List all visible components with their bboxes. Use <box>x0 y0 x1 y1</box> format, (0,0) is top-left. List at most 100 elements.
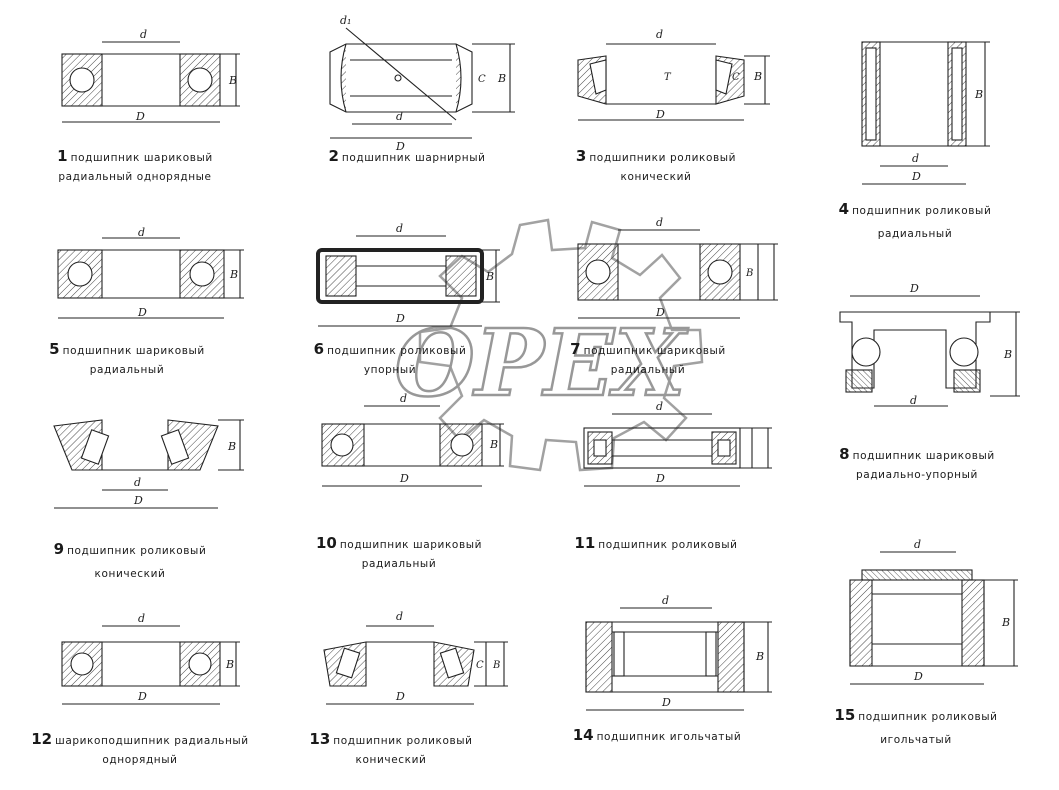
dim-D-label: D <box>913 670 923 683</box>
dim-T-label: T <box>664 72 672 83</box>
caption-13-number: 13 <box>309 730 331 748</box>
bearing-15-drawing: d D B <box>849 538 1018 685</box>
dim-D-label: D <box>911 170 921 183</box>
caption-13-line2: конический <box>355 754 427 766</box>
caption-7-number: 7 <box>570 340 581 358</box>
dim-d-label: d <box>912 152 919 165</box>
caption-5-number: 5 <box>49 340 60 358</box>
bearing-3-drawing: d D T C B <box>577 28 770 121</box>
caption-8-line2: радиально-упорный <box>856 469 978 481</box>
caption-15-number: 15 <box>834 706 856 724</box>
bearing-4-drawing: d D B <box>861 41 990 185</box>
caption-3-line1: подшипники роликовый <box>589 152 737 164</box>
caption-12-line1: шарикоподшипник радиальный <box>55 735 249 747</box>
dim-D-label: D <box>395 140 405 153</box>
bearing-5-drawing: d D B <box>57 226 244 319</box>
caption-1-number: 1 <box>57 147 68 165</box>
bearing-12-drawing: d D B <box>61 612 240 705</box>
caption-4-number: 4 <box>838 200 850 218</box>
caption-10-number: 10 <box>315 534 337 552</box>
dim-d-label: d <box>396 110 403 123</box>
dim-B-label: B <box>755 650 764 663</box>
dim-B-label: B <box>974 88 983 101</box>
dim-D-label: D <box>655 306 665 319</box>
bearing-2-drawing: d₁ d D B C <box>329 14 515 153</box>
dim-d-label: d <box>656 28 663 41</box>
caption-4-line1: подшипник роликовый <box>852 205 992 217</box>
dim-D-label: D <box>655 472 665 485</box>
caption-8-number: 8 <box>839 445 850 463</box>
caption-15-line2: игольчатый <box>880 734 952 746</box>
caption-5-line2: радиальный <box>89 364 165 376</box>
caption-9-line2: конический <box>94 568 166 580</box>
dim-D-label: D <box>395 690 405 703</box>
caption-12-line2: однорядный <box>102 754 178 766</box>
caption-14-line1: подшипник игольчатый <box>596 731 742 743</box>
dim-D-label: D <box>135 110 145 123</box>
dim-B-label: B <box>745 268 753 279</box>
dim-D-label: D <box>399 472 409 485</box>
dim-D-label: D <box>133 494 143 507</box>
caption-15-line1: подшипник роликовый <box>858 711 998 723</box>
dim-B-label: B <box>229 268 238 281</box>
dim-d-label: d <box>910 394 917 407</box>
dim-d-label: d <box>914 538 921 551</box>
caption-7-line2: радиальный <box>610 364 686 376</box>
bearing-10-drawing: d D B <box>321 392 504 487</box>
dim-d-label: d <box>400 392 407 405</box>
dim-d-label: d <box>396 610 403 623</box>
caption-2-number: 2 <box>328 147 339 165</box>
dim-B-label: B <box>228 74 237 87</box>
dim-d-label: d <box>656 216 663 229</box>
bearing-6-drawing: d D B <box>316 222 500 327</box>
dim-d-label: d <box>138 226 145 239</box>
caption-1-line2: радиальный однорядные <box>58 171 212 183</box>
dim-C-label: C <box>732 72 740 83</box>
dim-d1-label: d₁ <box>340 14 351 27</box>
dim-D-label: D <box>137 306 147 319</box>
bearing-9-drawing: d D B <box>53 419 244 509</box>
caption-8-line1: подшипник шариковый <box>852 450 995 462</box>
caption-4-line2: радиальный <box>877 228 953 240</box>
bearing-8-drawing: D d B <box>839 282 1020 407</box>
caption-7-line1: подшипник шариковый <box>583 345 726 357</box>
caption-10-line1: подшипник шариковый <box>339 539 483 551</box>
bearing-13-drawing: d D C B <box>323 610 508 705</box>
caption-11-line1: подшипник роликовый <box>598 539 738 551</box>
dim-B-label: B <box>1001 616 1010 629</box>
dim-B-label: B <box>489 438 498 451</box>
bearing-1-drawing: d D B <box>61 28 240 123</box>
caption-1-line1: подшипник шариковый <box>70 152 213 164</box>
dim-d-label: d <box>656 400 663 413</box>
bearing-14-drawing: d D B <box>585 594 772 711</box>
dim-C-label: C <box>476 660 484 671</box>
bearing-11-drawing: d D <box>583 400 772 487</box>
dim-D-label: D <box>395 312 405 325</box>
dim-d-label: d <box>396 222 403 235</box>
caption-13-line1: подшипник роликовый <box>333 735 473 747</box>
dim-B-label: B <box>1003 348 1012 361</box>
caption-6-line2: упорный <box>363 364 417 376</box>
dim-D-label: D <box>661 696 671 709</box>
dim-d-label: d <box>662 594 669 607</box>
caption-6-line1: подшипник роликовый <box>327 345 467 357</box>
caption-14-number: 14 <box>572 726 594 744</box>
dim-B-label: B <box>497 72 506 85</box>
dim-D-label: D <box>909 282 919 295</box>
caption-9-number: 9 <box>53 540 65 558</box>
